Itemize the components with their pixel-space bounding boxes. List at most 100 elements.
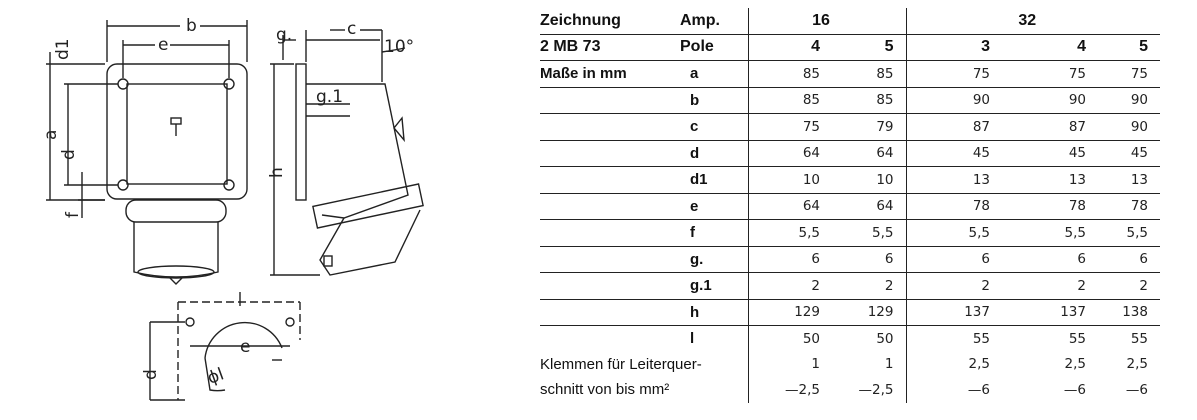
dimension-value: 5,5: [832, 219, 906, 246]
mount-hole: [117, 179, 129, 191]
flange-inner: [126, 83, 228, 185]
dimension-value: 6: [747, 245, 832, 273]
dim-label-c: c: [347, 19, 356, 39]
dim-label-phi: ϕl: [205, 364, 227, 388]
socket-collar: [125, 199, 227, 223]
dimension-value: 64: [747, 192, 832, 220]
dim-label-f: f: [63, 211, 83, 218]
dimension-label: f: [680, 219, 748, 246]
dimension-label: b: [680, 86, 748, 114]
dimension-value: 64: [832, 192, 906, 220]
dim-label-angle: 10°: [384, 37, 414, 57]
dimension-value: 137: [1002, 298, 1098, 326]
dimension-value: 2: [1098, 272, 1160, 299]
dimension-value: 129: [832, 298, 906, 326]
dimension-value: 13: [1002, 166, 1098, 193]
dimension-value: 2: [832, 272, 906, 299]
dimension-value: 2: [905, 272, 1002, 299]
pole-value: 5: [1098, 33, 1160, 61]
dim-label-a: a: [41, 130, 61, 140]
dimension-label: e: [680, 192, 748, 220]
dimension-value: 75: [905, 60, 1002, 87]
dimension-value: 45: [905, 139, 1002, 167]
dimension-value: 5,5: [747, 219, 832, 246]
dimension-value: 90: [1098, 113, 1160, 140]
dimension-value: 6: [1098, 245, 1160, 273]
dimension-label: a: [680, 60, 748, 87]
dimension-label: c: [680, 113, 748, 140]
dimension-value: 10: [747, 166, 832, 193]
section-label: Maße in mm: [540, 60, 680, 87]
section-label: [540, 113, 680, 140]
section-label: [540, 245, 680, 273]
dimension-value: 85: [747, 86, 832, 114]
dimension-value: 10: [832, 166, 906, 193]
dimension-value: 85: [832, 86, 906, 114]
dimension-value: 137: [905, 298, 1002, 326]
dimension-value: 129: [747, 298, 832, 326]
dimension-value: 75: [1002, 60, 1098, 87]
dim-label-g: g.: [276, 25, 292, 45]
dimension-label: l: [680, 325, 748, 352]
dimension-value: 75: [747, 113, 832, 140]
dimension-label: g.1: [680, 272, 748, 299]
clamp-to: —6: [1063, 381, 1086, 398]
pole-value: 4: [1002, 33, 1098, 61]
flange-plate: [106, 63, 248, 200]
clamp-to: —6: [1125, 381, 1148, 398]
amp-32: 32: [905, 8, 1160, 34]
section-label: [540, 86, 680, 114]
header-row-pole: 2 MB 73 Pole 4 5 3 4 5: [540, 33, 1160, 61]
clamp-to: —6: [905, 377, 1002, 403]
dimension-value: 45: [1002, 139, 1098, 167]
dimension-value: 55: [1002, 325, 1098, 352]
dimension-value: 75: [1098, 60, 1160, 87]
dimension-table-container: Zeichnung Amp. 16 32 2 MB 73 Pole 4 5 3 …: [540, 8, 1190, 403]
section-label: [540, 166, 680, 193]
dimension-value: 78: [1002, 192, 1098, 220]
dim-label-h: h: [267, 167, 287, 178]
dimension-value: 78: [905, 192, 1002, 220]
dimension-value: 90: [1098, 86, 1160, 114]
pole-value: 3: [905, 33, 1002, 61]
header-row-amp: Zeichnung Amp. 16 32: [540, 8, 1160, 34]
clamp-row-to: schnitt von bis mm² —2,5 —2,5 —6 —6 —6: [540, 377, 1160, 403]
dimension-value: 55: [905, 325, 1002, 352]
clamp-from: 1: [747, 351, 832, 377]
side-flange: [295, 63, 307, 201]
dim-label-d1: d1: [53, 38, 73, 60]
amp-16: 16: [747, 8, 906, 34]
technical-drawing: b e d1 a d f g. c 10° g.1 h e d ϕl: [41, 16, 424, 401]
clamp-label-1: Klemmen für Leiterquer-: [540, 355, 702, 373]
dimension-value: 87: [905, 113, 1002, 140]
dimension-value: 5,5: [905, 219, 1002, 246]
dimension-value: 90: [905, 86, 1002, 114]
dimension-value: 87: [1002, 113, 1098, 140]
product-code: 2 MB 73: [540, 33, 680, 61]
section-label: [540, 192, 680, 220]
dimension-value: 50: [832, 325, 906, 352]
clamp-to: —2,5: [747, 377, 832, 403]
dimension-value: 5,5: [1098, 219, 1160, 246]
clamp-from: 2,5: [1064, 356, 1086, 373]
dimension-value: 13: [1098, 166, 1160, 193]
mount-hole: [223, 78, 235, 90]
dimension-table: Zeichnung Amp. 16 32 2 MB 73 Pole 4 5 3 …: [540, 8, 1160, 403]
clamp-from: 2,5: [1126, 356, 1148, 373]
dimension-value: 5,5: [1002, 219, 1098, 246]
dimension-value: 6: [905, 245, 1002, 273]
pole-value: 4: [747, 33, 832, 61]
clamp-from: 2,5: [905, 351, 1002, 377]
dimension-value: 85: [832, 60, 906, 87]
dimension-value: 138: [1098, 298, 1160, 326]
dimension-label: d1: [680, 166, 748, 193]
